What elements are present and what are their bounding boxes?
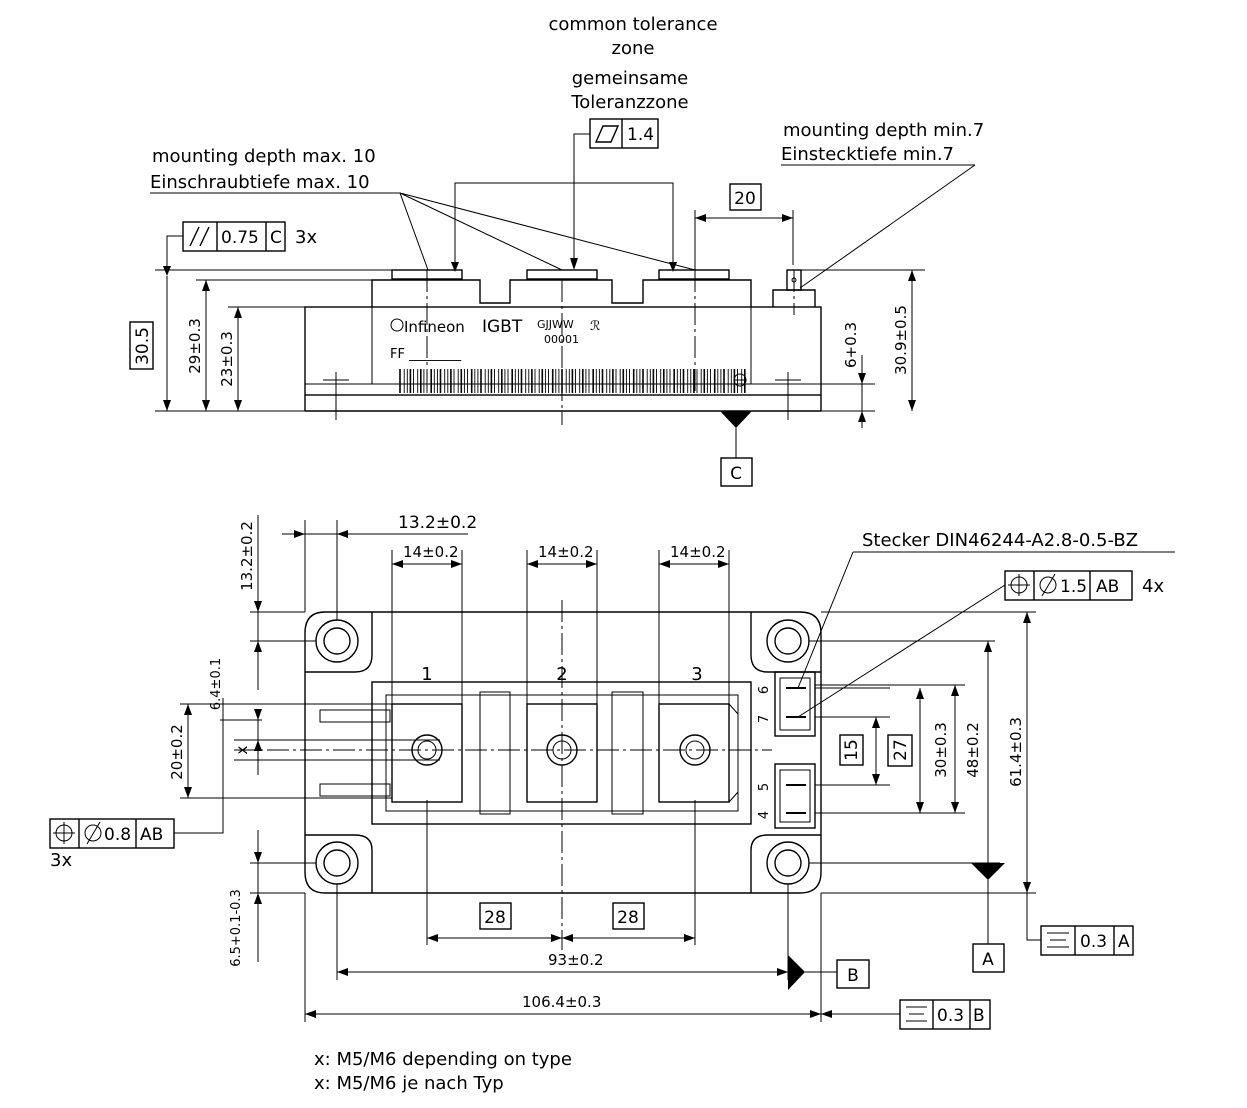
igbt-text: IGBT [482,317,523,337]
dim-13-2-h: 13.2±0.2 [398,513,477,533]
dim-29: 29±0.3 [186,318,204,374]
flatness-icon [594,125,620,143]
dim-61-4: 61.4±0.3 [1007,717,1025,787]
mount-depth-max-en: mounting depth max. 10 [152,146,376,167]
date-code: GJJWW [537,318,574,331]
parallel-icon [189,226,200,247]
sym-value-b: 0.3 [937,1006,964,1026]
dim-6-5: 6.5+0.1-0.3 [229,889,244,967]
pos-count-right: 4x [1142,576,1164,597]
infineon-logo-icon [390,318,404,332]
dim-28-b: 28 [617,908,639,928]
module-body-side: Infineon IGBT GJJWW 00001 ℛ FF ________ [304,269,822,425]
parallelism-frame: 0.75 C 3x [163,221,317,276]
logo-text: Infineon [404,318,465,336]
dim-6-4: 6.4±0.1 [209,658,224,710]
terminal-3: 3 [691,664,702,685]
dim-13-2-v: 13.2±0.2 [238,521,256,591]
sym-datum-a: A [1118,932,1130,952]
position-frame-right: 1.5 AB 4x [797,570,1164,718]
datum-a: A [982,950,994,970]
sym-value-a: 0.3 [1080,932,1107,952]
pin-6: 6 [757,686,772,694]
mounting-hole-tr [766,619,810,663]
datum-b: B [847,966,859,986]
mounting-hole-bl [315,841,359,885]
sym-datum-b: B [973,1006,985,1026]
dim-27: 27 [891,739,911,761]
symmetry-frame-a: 0.3 A [1026,910,1134,956]
ff-text: FF ________ [390,347,462,362]
dim-30: 30±0.3 [932,722,950,778]
dim-6: 6+0.3 [842,322,860,368]
pin-5: 5 [757,783,772,791]
mount-depth-max-de: Einschraubtiefe max. 10 [150,172,370,193]
note-de: x: M5/M6 je nach Typ [314,1073,504,1094]
dim-30-5: 30.5 [133,327,153,365]
connector-label: Stecker DIN46244-A2.8-0.5-BZ [862,530,1138,551]
pin-7: 7 [757,715,772,723]
dim-23: 23±0.3 [218,331,236,387]
pin-4: 4 [757,811,772,819]
pos-datum-left: AB [140,825,163,845]
mounting-hole-br [766,841,810,885]
pos-count-left: 3x [50,850,72,871]
dim-106-4: 106.4±0.3 [522,993,601,1011]
symmetry-frame-b: 0.3 B [899,999,991,1030]
dim-x: x [233,745,251,754]
diameter-icon [1039,576,1057,594]
flatness-frame: 1.4 [570,118,659,270]
terminal-1: 1 [421,664,432,685]
plan-view: 1 2 3 6 7 5 4 Stecker DIN46244-A2.8-0.5-… [49,513,1175,1030]
pos-datum-right: AB [1096,577,1119,597]
dim-20-bottom: 20±0.2 [168,724,186,780]
dim-14-c: 14±0.2 [670,543,726,561]
mount-depth-min-de: Einstecktiefe min.7 [781,144,954,165]
serial-number: 00001 [544,333,579,346]
dim-28-a: 28 [484,908,506,928]
dim-30-9: 30.9±0.5 [892,305,910,375]
flatness-value: 1.4 [627,125,654,145]
barcode [399,369,746,393]
note-en: x: M5/M6 depending on type [314,1049,572,1070]
dim-93: 93±0.2 [548,951,604,969]
tolerance-zone-en-1: common tolerance [548,14,717,35]
dim-48: 48±0.2 [964,722,982,778]
dim-15: 15 [842,739,862,761]
ul-icon: ℛ [590,319,600,334]
mount-depth-min-en: mounting depth min.7 [783,120,984,141]
dim-20-top: 20 [734,189,756,209]
dim-14-b: 14±0.2 [538,543,594,561]
pos-dia-right: 1.5 [1060,577,1087,597]
parallel-datum: C [270,228,282,248]
tolerance-zone-de-2: Toleranzzone [570,92,688,113]
tolerance-zone-de-1: gemeinsame [572,68,689,89]
parallel-value: 0.75 [221,228,259,248]
position-frame-left: 0.8 AB 3x [49,698,224,871]
tolerance-zone-en-2: zone [612,38,655,59]
side-view: common tolerance zone gemeinsame Toleran… [129,14,984,487]
parallel-count: 3x [295,227,317,248]
pos-dia-left: 0.8 [104,825,131,845]
dim-14-a: 14±0.2 [403,543,459,561]
mounting-hole-tl [315,619,359,663]
datum-c: C [730,464,742,484]
